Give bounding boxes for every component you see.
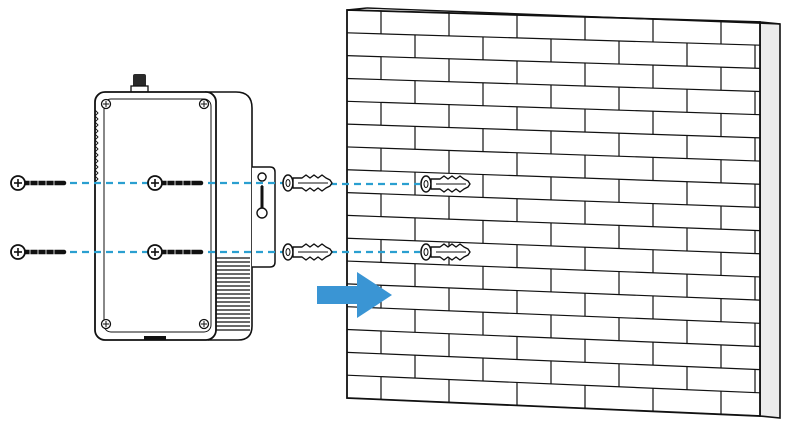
bottom-port — [144, 336, 166, 340]
device-front-panel — [94, 91, 217, 341]
wall-anchor-icon — [282, 243, 333, 261]
screw-icon — [11, 245, 64, 259]
wall-anchor-icon — [282, 174, 333, 192]
direction-arrow-icon — [317, 272, 392, 318]
screw-icon — [11, 176, 64, 190]
device-inner-border — [103, 98, 212, 333]
antenna-connector — [130, 74, 149, 93]
alignment-guides — [58, 181, 420, 254]
device-enclosure — [94, 74, 276, 341]
vent-grille — [214, 257, 250, 331]
corner-screws — [100, 98, 210, 330]
wall-anchor-icon — [420, 243, 471, 261]
hanging-bracket — [252, 166, 276, 268]
wall-anchor-icon — [420, 175, 471, 193]
wall-side-face — [759, 21, 781, 419]
brick-pattern — [347, 10, 760, 416]
brick-wall — [346, 7, 781, 419]
grip-edge — [94, 109, 99, 183]
